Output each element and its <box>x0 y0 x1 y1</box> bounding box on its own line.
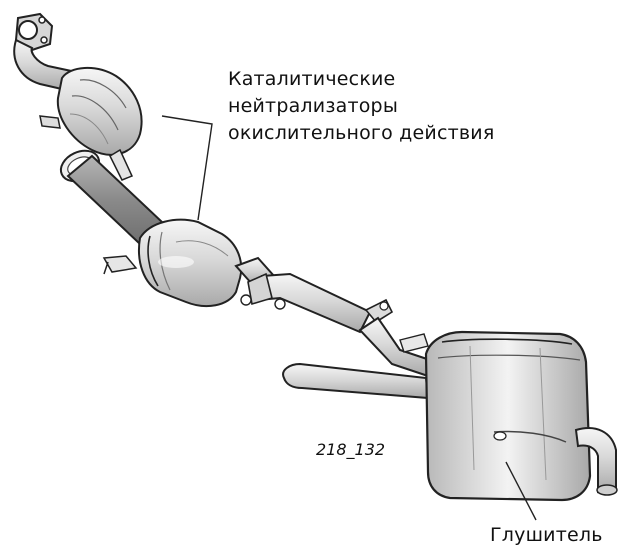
mid-pipe <box>236 258 370 332</box>
catalytic-label-line-2: нейтрализаторы <box>228 93 494 120</box>
figure-number: 218_132 <box>316 440 385 460</box>
catalytic-converters-label: Каталитические нейтрализаторы окислитель… <box>228 66 494 147</box>
muffler-body <box>426 332 590 500</box>
main-catalytic-converter <box>104 220 241 306</box>
catalytic-label-line-3: окислительного действия <box>228 120 494 147</box>
catalytic-label-line-1: Каталитические <box>228 66 494 93</box>
muffler-label: Глушитель <box>490 522 603 549</box>
leader-catalyst-front <box>162 116 212 220</box>
sensor-stub <box>400 334 428 352</box>
